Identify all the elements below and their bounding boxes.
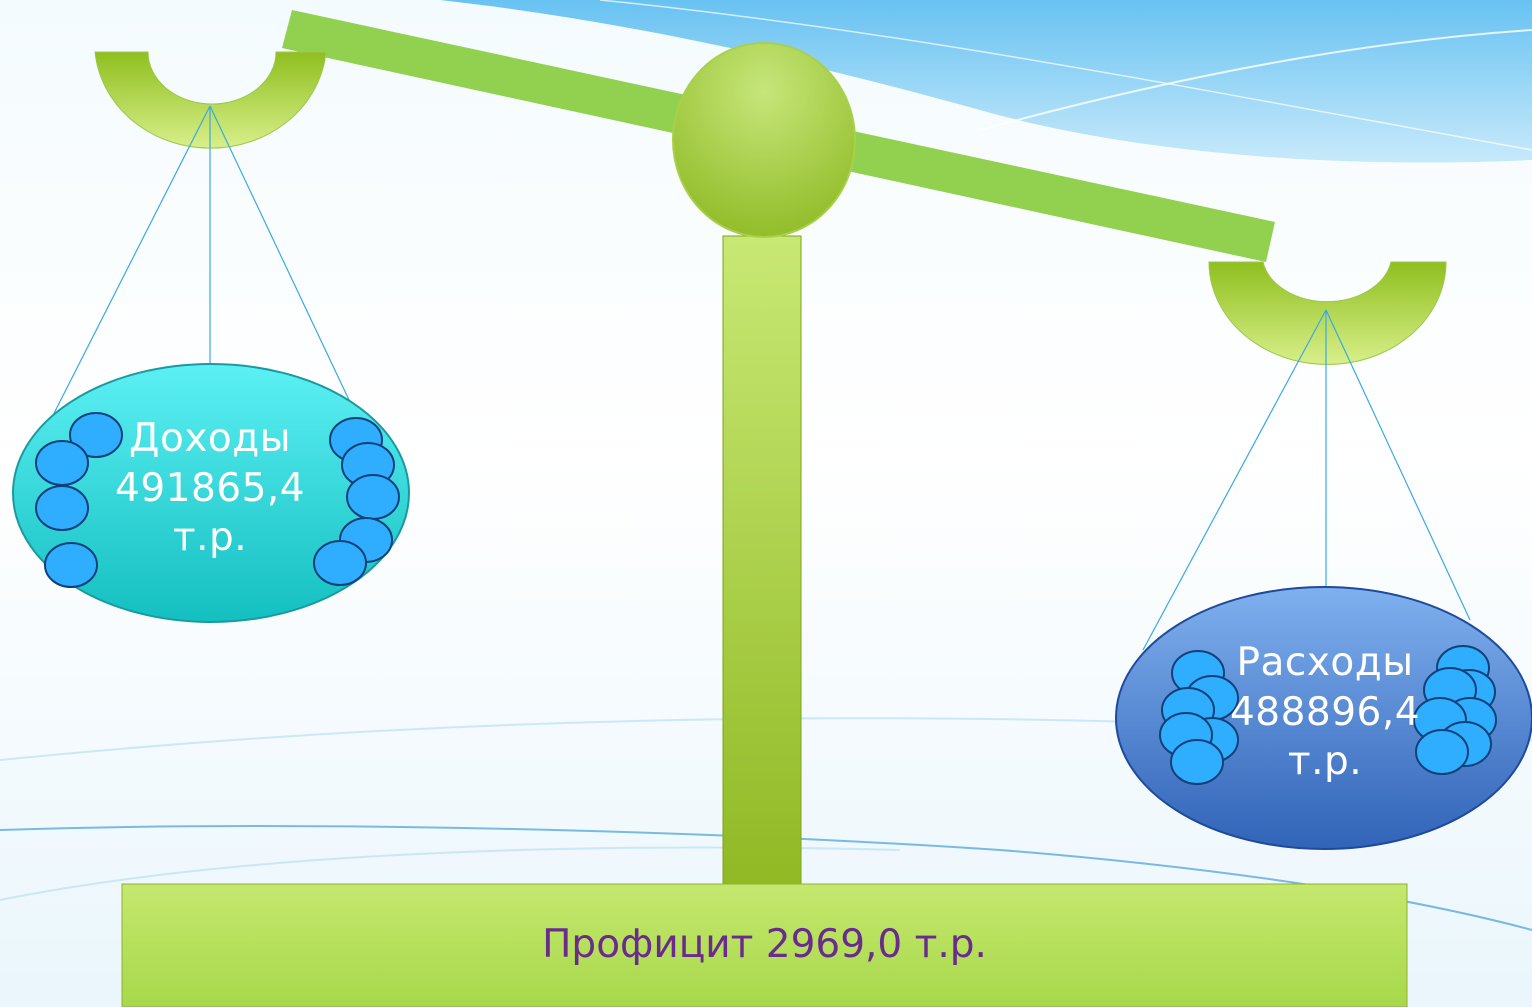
expense-title: Расходы — [1236, 640, 1414, 685]
background-swoosh-line — [599, 0, 1532, 151]
scale-base — [121, 883, 1408, 1007]
right-string — [1142, 309, 1327, 651]
expense-coins — [1159, 645, 1497, 785]
left-pan — [94, 51, 327, 149]
coin-icon — [69, 412, 123, 458]
scale-pivot-knob — [672, 42, 856, 238]
expense-amount: 488896,4 — [1229, 689, 1421, 735]
coin-icon — [44, 542, 98, 588]
profit-label: Профицит 2969,0 т.р. — [542, 922, 987, 967]
income-label: Доходы 491865,4 т.р. — [115, 414, 305, 563]
left-string — [42, 105, 211, 436]
coin-icon — [35, 440, 89, 486]
coin-icon — [35, 485, 89, 531]
income-title: Доходы — [128, 416, 292, 461]
scale-post — [722, 235, 802, 889]
background-swoosh-line — [979, 29, 1532, 131]
income-coins — [35, 412, 400, 588]
left-string — [209, 105, 351, 403]
coin-icon — [1415, 729, 1469, 775]
coin-icon — [313, 540, 367, 586]
expense-label: Расходы 488896,4 т.р. — [1225, 638, 1425, 787]
income-unit: т.р. — [172, 515, 248, 561]
coin-icon — [346, 474, 400, 520]
right-string — [1325, 309, 1471, 621]
coin-icon — [1170, 739, 1224, 785]
background-swoosh — [440, 0, 1532, 163]
expense-bubble — [1115, 586, 1532, 850]
expense-unit: т.р. — [1287, 739, 1363, 785]
income-amount: 491865,4 — [115, 465, 306, 511]
